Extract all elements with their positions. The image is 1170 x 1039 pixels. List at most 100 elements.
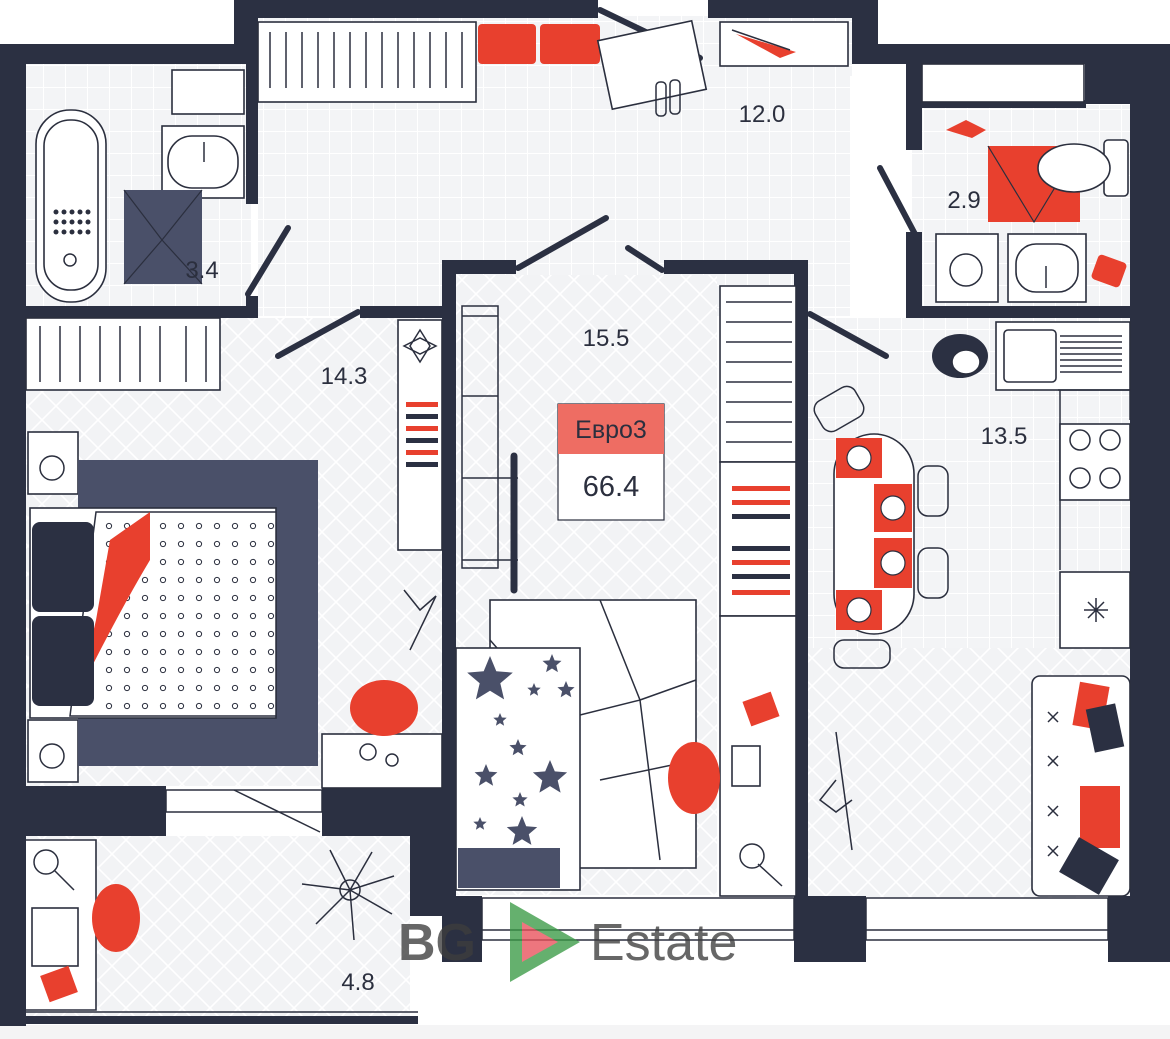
- blanket-dot: [105, 522, 113, 530]
- blanket-dot: [105, 666, 113, 674]
- wall-left: [0, 44, 26, 962]
- kids-book: [742, 691, 780, 727]
- floor-lamp-icon: [818, 731, 853, 851]
- wall-bed-kids: [442, 260, 456, 840]
- blanket-dot: [159, 666, 167, 674]
- blanket-dot: [195, 648, 203, 656]
- blanket-dot: [177, 630, 185, 638]
- area-bathroom: 3.4: [185, 257, 218, 284]
- balcony-laptop-icon: [31, 907, 79, 967]
- blanket-dot: [213, 630, 221, 638]
- blanket-dot: [159, 702, 167, 710]
- blanket-dot: [177, 648, 185, 656]
- blanket-dot: [105, 702, 113, 710]
- blanket-dot: [177, 522, 185, 530]
- blanket-dot: [249, 702, 257, 710]
- star-icon: [532, 760, 568, 793]
- wall-wc-left-lower: [906, 232, 922, 318]
- area-kitchen: 13.5: [981, 423, 1028, 450]
- blanket-dot: [231, 648, 239, 656]
- laptop-icon: [731, 745, 761, 787]
- blanket-dot: [213, 594, 221, 602]
- plant-icon: [402, 328, 438, 364]
- blanket-dot: [123, 630, 131, 638]
- nightstand-bottom: [27, 719, 79, 783]
- books-icon: [406, 402, 438, 467]
- hallway-wardrobe: [257, 19, 849, 117]
- blanket-dot: [159, 684, 167, 692]
- blanket-dot: [195, 702, 203, 710]
- balcony-red-chair: [92, 884, 140, 952]
- hallway-mat: [596, 19, 708, 111]
- red-bench-left: [478, 24, 536, 64]
- palm-plant-icon: [301, 849, 395, 941]
- blanket-dot: [141, 648, 149, 656]
- lamp-top-icon: [39, 455, 65, 481]
- pillow-top: [32, 522, 94, 612]
- balcony-furniture: [26, 789, 395, 1011]
- blanket-dot: [177, 558, 185, 566]
- wall-kids-top-right: [664, 260, 808, 274]
- wall-right-notch: [1085, 64, 1130, 104]
- bathroom-fixtures: [35, 69, 245, 303]
- blanket-dot: [195, 630, 203, 638]
- star-icon: [557, 681, 575, 698]
- wall-bath-bottom: [26, 306, 256, 318]
- blanket-dot: [195, 522, 203, 530]
- blanket-dot: [123, 648, 131, 656]
- bedroom-shelf: [397, 319, 443, 551]
- blanket-dot: [231, 666, 239, 674]
- wall-top-left: [0, 44, 258, 64]
- blanket-dot: [141, 702, 149, 710]
- dining-chairs: [813, 385, 949, 669]
- blanket-dot: [195, 594, 203, 602]
- bedroom-furniture: [25, 317, 443, 789]
- umbrella-icon: [736, 34, 796, 58]
- balcony-lamp-icon: [33, 849, 59, 875]
- bottom-strip: [0, 1025, 1170, 1039]
- blanket-dot: [159, 576, 167, 584]
- blanket-dot: [213, 684, 221, 692]
- wall-top-right: [708, 0, 878, 18]
- star-icon: [473, 817, 487, 830]
- nightstand-top: [27, 431, 79, 495]
- open-window-sash: [233, 789, 321, 833]
- watermark-logo: BG Estate: [398, 902, 737, 982]
- blanket-dot: [249, 630, 257, 638]
- wall-top: [234, 0, 598, 18]
- sofa-pillow-red-2: [1080, 786, 1120, 848]
- washing-machine-icon: [949, 253, 983, 287]
- blanket-dot: [159, 558, 167, 566]
- blanket-dot: [123, 684, 131, 692]
- toilet-icon: [1037, 143, 1111, 193]
- kitchen-furniture: [813, 321, 1131, 897]
- red-bench-right: [540, 24, 600, 64]
- blanket-dot: [267, 648, 275, 656]
- wall-bedroom-bottom-left: [26, 786, 166, 836]
- star-icon: [493, 713, 507, 726]
- wall-balcony-left: [0, 916, 26, 1026]
- blanket-dot: [213, 666, 221, 674]
- star-icon: [542, 654, 562, 673]
- blanket-dot: [177, 684, 185, 692]
- blanket-dot: [231, 540, 239, 548]
- drain-dots-icon: [53, 209, 91, 235]
- kids-bed-footer: [458, 848, 560, 888]
- blanket-dot: [231, 558, 239, 566]
- blanket-dot: [267, 612, 275, 620]
- blanket-dot: [141, 630, 149, 638]
- star-icon: [467, 656, 513, 700]
- blanket-dot: [195, 666, 203, 674]
- dressing-table: [321, 733, 443, 789]
- blanket-dot: [213, 612, 221, 620]
- blanket-dot: [105, 684, 113, 692]
- wall-top-corner: [234, 0, 258, 64]
- blanket-dot: [249, 684, 257, 692]
- wc-fixtures: [921, 63, 1129, 303]
- doors: [245, 7, 919, 359]
- lamp-bottom-icon: [39, 743, 65, 769]
- watermark-triangle-red: [522, 922, 558, 962]
- star-icon: [509, 739, 527, 756]
